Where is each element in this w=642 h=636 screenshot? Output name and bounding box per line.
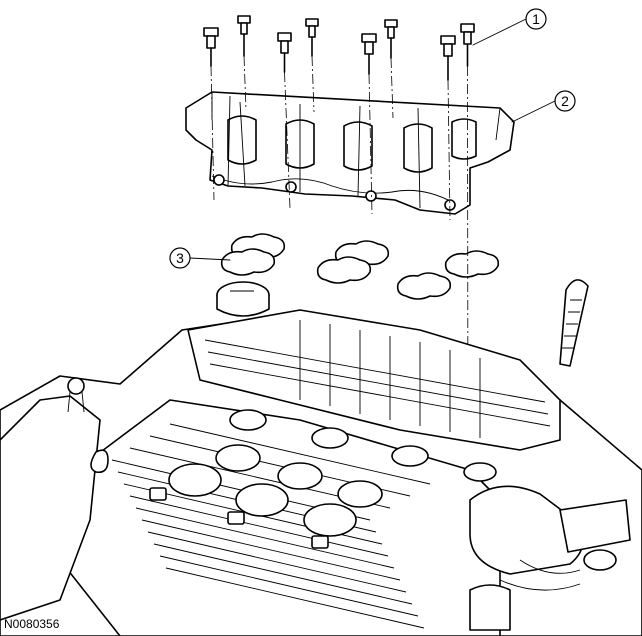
assembly-lines bbox=[210, 55, 469, 471]
callout-3: 3 bbox=[169, 247, 231, 269]
manifold-bolts bbox=[203, 15, 475, 81]
callout-number: 1 bbox=[532, 11, 540, 27]
bolt bbox=[277, 32, 292, 73]
bolt bbox=[384, 19, 398, 59]
callout-2: 2 bbox=[511, 90, 576, 123]
intake-gaskets bbox=[220, 233, 500, 300]
callout-1: 1 bbox=[472, 8, 547, 46]
callout-number: 2 bbox=[561, 93, 569, 109]
callout-number: 3 bbox=[176, 250, 184, 266]
bolt bbox=[305, 18, 319, 57]
engine-assembly bbox=[0, 279, 642, 636]
intake-manifold bbox=[185, 91, 515, 215]
figure-id: N0080356 bbox=[4, 617, 60, 631]
bolt bbox=[361, 33, 377, 75]
bolt bbox=[440, 35, 456, 81]
bolt bbox=[203, 27, 219, 67]
bolt bbox=[460, 23, 475, 67]
bolt bbox=[237, 15, 251, 57]
